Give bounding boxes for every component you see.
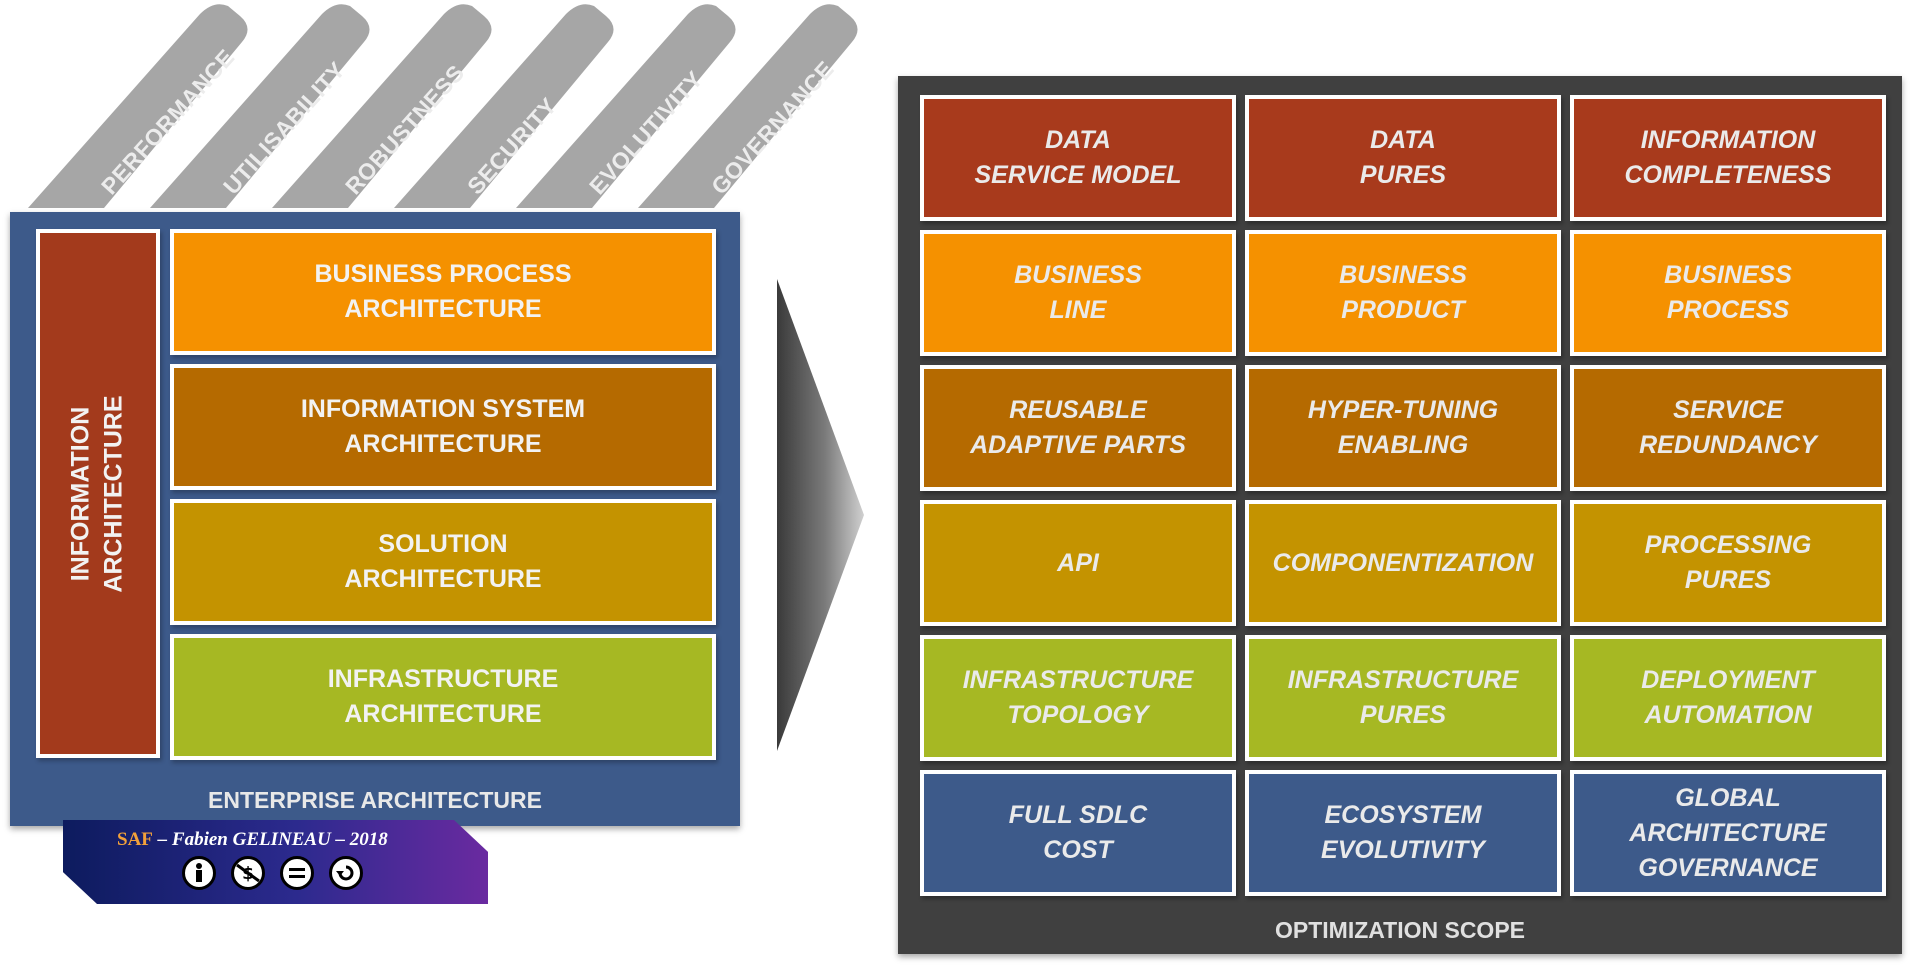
scope-cell-label: HYPER-TUNING ENABLING [1307,396,1499,459]
author-credit: SAF – Fabien GELINEAU – 2018 [117,829,388,851]
scope-cell-label: SERVICE REDUNDANCY [1639,396,1817,459]
scope-cell-label: ECOSYSTEM EVOLUTIVITY [1321,801,1485,864]
scope-cell: DATA PURES [1245,95,1561,221]
cc-nc-icon: $ [231,856,265,890]
scope-cell-label: PROCESSING PURES [1644,531,1812,594]
scope-cell-label: BUSINESS PRODUCT [1339,261,1467,324]
scope-cell: INFRASTRUCTURE TOPOLOGY [920,635,1236,761]
scope-cell: PROCESSING PURES [1570,500,1886,626]
scope-cell: GLOBAL ARCHITECTURE GOVERNANCE [1570,770,1886,896]
author-badge [63,820,488,904]
scope-cell-label: INFRASTRUCTURE PURES [1287,666,1519,729]
quality-tab-utilisability: UTILISABILITY [150,0,390,210]
layer-label: INFRASTRUCTURE ARCHITECTURE [327,665,559,728]
transition-arrow [777,279,864,751]
optimization-scope-title: OPTIMIZATION SCOPE [1274,917,1526,943]
quality-tab-security: SECURITY [394,0,634,210]
scope-cell: COMPONENTIZATION [1245,500,1561,626]
cc-sa-icon [329,856,363,890]
cc-nd-icon [280,856,314,890]
information-architecture-column: INFORMATION ARCHITECTURE [36,229,160,758]
scope-cell: BUSINESS PRODUCT [1245,230,1561,356]
cc-by-icon [182,856,216,890]
scope-cell: BUSINESS LINE [920,230,1236,356]
scope-cell-label: INFRASTRUCTURE TOPOLOGY [962,666,1194,729]
layer-label: BUSINESS PROCESS ARCHITECTURE [314,260,572,323]
scope-cell: REUSABLE ADAPTIVE PARTS [920,365,1236,491]
information-architecture-label: INFORMATION ARCHITECTURE [67,394,128,593]
scope-cell: DATA SERVICE MODEL [920,95,1236,221]
saf-label: SAF [117,829,153,850]
scope-cell-label: GLOBAL ARCHITECTURE GOVERNANCE [1629,783,1827,882]
quality-tab-robustness: ROBUSTNESS [272,0,512,210]
scope-cell-label: BUSINESS PROCESS [1664,261,1792,324]
layer-business-process: BUSINESS PROCESS ARCHITECTURE [170,229,716,355]
layer-label: INFORMATION SYSTEM ARCHITECTURE [300,395,586,458]
scope-cell-label: INFORMATION COMPLETENESS [1624,126,1832,189]
scope-cell-label: DEPLOYMENT AUTOMATION [1641,666,1815,729]
enterprise-architecture-title: ENTERPRISE ARCHITECTURE [208,787,542,813]
scope-cell-label: REUSABLE ADAPTIVE PARTS [970,396,1186,459]
author-name: – Fabien GELINEAU – 2018 [152,829,388,850]
scope-cell: INFRASTRUCTURE PURES [1245,635,1561,761]
scope-cell-label: DATA PURES [1359,126,1447,189]
scope-cell: INFORMATION COMPLETENESS [1570,95,1886,221]
scope-cell: HYPER-TUNING ENABLING [1245,365,1561,491]
scope-cell-label: FULL SDLC COST [1008,801,1148,864]
layer-information-system: INFORMATION SYSTEM ARCHITECTURE [170,364,716,490]
quality-tab-performance: PERFORMANCE [28,0,268,210]
scope-cell-label: COMPONENTIZATION [1272,548,1534,577]
scope-cell: API [920,500,1236,626]
scope-cell: ECOSYSTEM EVOLUTIVITY [1245,770,1561,896]
quality-tab-governance: GOVERNANCE [638,0,878,210]
layer-solution: SOLUTION ARCHITECTURE [170,499,716,625]
scope-cell-label: API [1057,548,1099,577]
scope-cell: FULL SDLC COST [920,770,1236,896]
scope-cell: DEPLOYMENT AUTOMATION [1570,635,1886,761]
scope-cell: SERVICE REDUNDANCY [1570,365,1886,491]
scope-cell-label: DATA SERVICE MODEL [974,126,1182,189]
scope-cell: BUSINESS PROCESS [1570,230,1886,356]
layer-infrastructure: INFRASTRUCTURE ARCHITECTURE [170,634,716,760]
layer-label: SOLUTION ARCHITECTURE [344,530,542,593]
scope-cell-label: BUSINESS LINE [1014,261,1142,324]
quality-tab-evolutivity: EVOLUTIVITY [516,0,756,210]
